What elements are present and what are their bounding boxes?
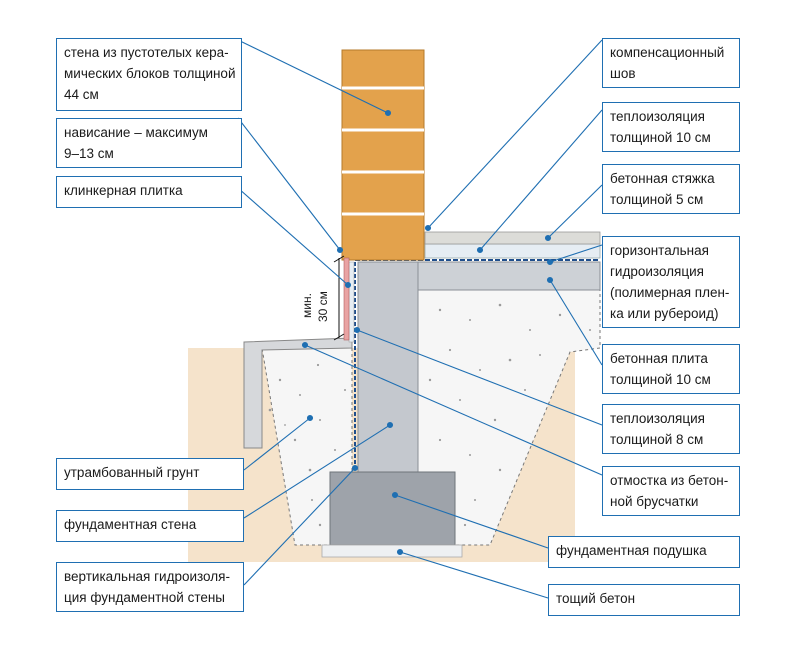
label-slab-line-1: бетонная плита <box>610 351 708 366</box>
label-insulation-10: теплоизоляция толщиной 10 см <box>602 102 740 152</box>
label-slab-line-2: толщиной 10 см <box>610 372 711 387</box>
label-foundation-wall-line-1: фундаментная стена <box>64 517 197 532</box>
footing <box>329 471 456 546</box>
label-vertical-waterproofing-line-2: ция фундаментной стены <box>64 590 226 605</box>
label-slab: бетонная плита толщиной 10 см <box>602 344 740 394</box>
concrete-slab <box>417 261 601 291</box>
label-horizontal-waterproofing-line-4: ка или рубероид) <box>610 306 719 321</box>
foundation-wall <box>357 261 419 473</box>
label-vertical-waterproofing-line-1: вертикальная гидроизоля- <box>64 569 230 584</box>
label-screed-line-1: бетонная стяжка <box>610 171 715 186</box>
insulation-8-layer <box>348 261 355 343</box>
clinker-tile <box>343 257 350 341</box>
label-paving-line-2: ной брусчатки <box>610 494 699 509</box>
label-wall-line-3: 44 см <box>64 87 99 102</box>
label-paving: отмостка из бетон- ной брусчатки <box>602 466 740 516</box>
label-expansion-joint: компенсационный шов <box>602 38 740 88</box>
label-expansion-joint-line-1: компенсационный <box>610 45 725 60</box>
brick-mortar-lines <box>342 86 424 216</box>
label-overhang-line-2: 9–13 см <box>64 146 114 161</box>
label-horizontal-waterproofing-line-3: (полимерная плен- <box>610 285 730 300</box>
gravel-texture <box>268 303 591 527</box>
dimension-label-min: мин. <box>300 293 314 318</box>
label-compacted-soil: утрамбованный грунт <box>56 458 244 490</box>
label-insulation-10-line-1: теплоизоляция <box>610 109 705 124</box>
label-horizontal-waterproofing: горизонтальная гидроизоляция (полимерная… <box>602 236 740 328</box>
insulation-10-layer <box>424 243 601 259</box>
label-footing-line-1: фундаментная подушка <box>556 543 707 558</box>
label-screed: бетонная стяжка толщиной 5 см <box>602 164 740 214</box>
label-expansion-joint-line-2: шов <box>610 66 636 81</box>
label-paving-line-1: отмостка из бетон- <box>610 473 729 488</box>
label-clinker: клинкерная плитка <box>56 176 242 208</box>
label-wall: стена из пустотелых кера- мических блоко… <box>56 38 242 111</box>
label-wall-line-1: стена из пустотелых кера- <box>64 45 229 60</box>
label-insulation-8-line-2: толщиной 8 см <box>610 432 704 447</box>
leader-lines <box>237 39 603 599</box>
dimension-mark <box>333 255 345 341</box>
label-horizontal-waterproofing-line-2: гидроизоляция <box>610 264 704 279</box>
label-insulation-8: теплоизоляция толщиной 8 см <box>602 404 740 454</box>
brick-wall <box>341 49 425 261</box>
label-horizontal-waterproofing-line-1: горизонтальная <box>610 243 709 258</box>
label-compacted-soil-line-1: утрамбованный грунт <box>64 465 200 480</box>
label-foundation-wall: фундаментная стена <box>56 510 244 542</box>
label-clinker-line-1: клинкерная плитка <box>64 183 183 198</box>
label-screed-line-2: толщиной 5 см <box>610 192 704 207</box>
screed-layer <box>424 231 601 245</box>
label-vertical-waterproofing: вертикальная гидроизоля- ция фундаментно… <box>56 562 244 612</box>
label-overhang: нависание – максимум 9–13 см <box>56 118 242 168</box>
dimension-label-value: 30 см <box>316 291 330 322</box>
label-wall-line-2: мических блоков толщиной <box>64 66 236 81</box>
label-overhang-line-1: нависание – максимум <box>64 125 208 140</box>
label-insulation-10-line-2: толщиной 10 см <box>610 130 711 145</box>
label-insulation-8-line-1: теплоизоляция <box>610 411 705 426</box>
label-lean-concrete-line-1: тощий бетон <box>556 591 636 606</box>
gravel-backfill-right <box>417 289 601 546</box>
label-footing: фундаментная подушка <box>548 536 740 568</box>
label-lean-concrete: тощий бетон <box>548 584 740 616</box>
lean-concrete <box>321 544 463 558</box>
